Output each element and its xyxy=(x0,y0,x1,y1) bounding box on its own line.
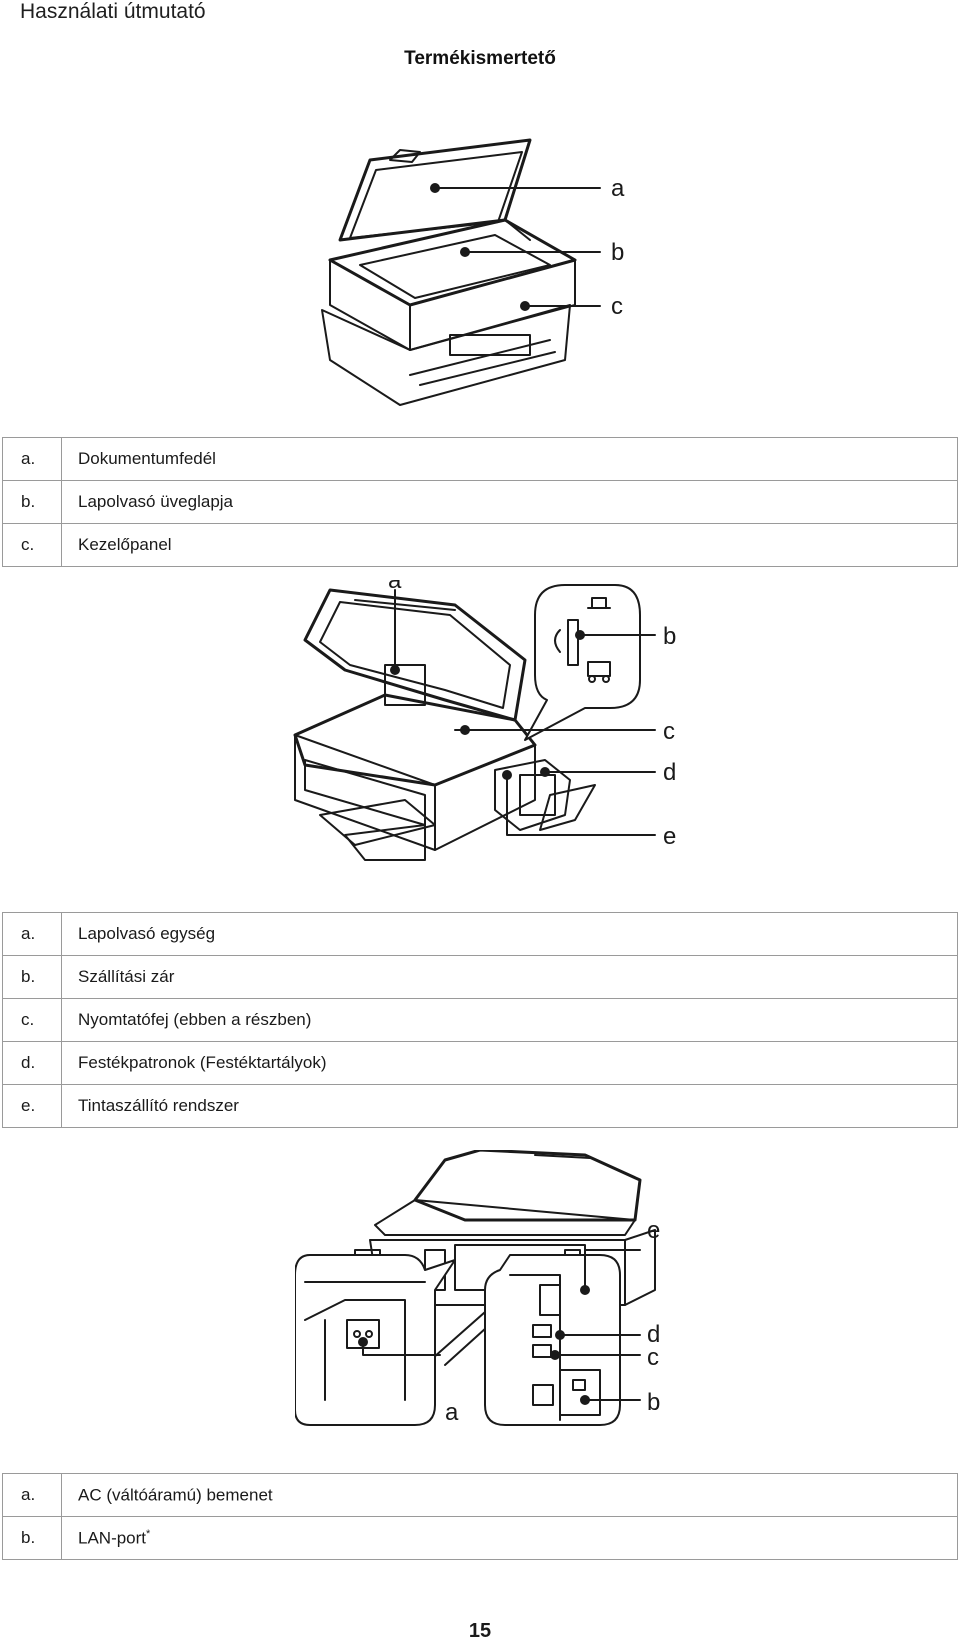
callout-label-d: d xyxy=(647,1321,660,1348)
callout-label-c: c xyxy=(663,718,675,745)
page-number: 15 xyxy=(468,1620,492,1642)
row-key: a. xyxy=(2,1473,62,1517)
table-row: e. Tintaszállító rendszer xyxy=(2,1084,958,1128)
figure-printer-front: a b c xyxy=(321,138,625,406)
row-text-label: AC (váltóáramú) bemenet xyxy=(78,1485,273,1505)
table-row: a. Lapolvasó egység xyxy=(2,912,958,956)
callout-label-a: a xyxy=(445,1399,459,1426)
callout-lines xyxy=(390,589,656,836)
row-key: a. xyxy=(2,912,62,956)
row-key: c. xyxy=(2,998,62,1042)
callout-label-c: c xyxy=(647,1344,659,1371)
footnote-mark: * xyxy=(146,1527,151,1540)
table-row: a. Dokumentumfedél xyxy=(2,437,958,481)
table-row: b. LAN-port* xyxy=(2,1516,958,1560)
printer-front-illustration xyxy=(321,138,577,406)
callout-label-e: e xyxy=(663,823,676,850)
row-key: e. xyxy=(2,1084,62,1128)
parts-table-3: a. AC (váltóáramú) bemenet b. LAN-port* xyxy=(2,1473,958,1560)
row-key: d. xyxy=(2,1041,62,1085)
figure-printer-open: a b c d e xyxy=(293,580,676,861)
table-row: c. Nyomtatófej (ebben a részben) xyxy=(2,998,958,1042)
row-text-label: LAN-port xyxy=(78,1528,147,1548)
printer-open-illustration xyxy=(293,588,596,861)
inset-shipping-lock xyxy=(524,584,641,741)
row-text: Szállítási zár xyxy=(61,955,958,999)
callout-label-c: c xyxy=(611,293,623,320)
inset-ac-inlet xyxy=(295,1254,456,1426)
row-text: Lapolvasó egység xyxy=(61,912,958,956)
row-key: b. xyxy=(2,1516,62,1560)
row-text: Festékpatronok (Festéktartályok) xyxy=(61,1041,958,1085)
callout-label-b: b xyxy=(611,239,624,266)
parts-table-2: a. Lapolvasó egység b. Szállítási zár c.… xyxy=(2,912,958,1128)
callout-label-a: a xyxy=(611,175,625,202)
row-text: Nyomtatófej (ebben a részben) xyxy=(61,998,958,1042)
section-title: Termékismertető xyxy=(404,48,556,69)
callout-label-a: a xyxy=(388,580,402,594)
row-text: AC (váltóáramú) bemenet xyxy=(61,1473,958,1517)
table-row: b. Lapolvasó üveglapja xyxy=(2,480,958,524)
row-key: b. xyxy=(2,955,62,999)
callout-lines xyxy=(358,1249,641,1405)
callout-label-b: b xyxy=(663,623,676,650)
callout-label-d: d xyxy=(663,759,676,786)
figure-printer-rear: e d c b a xyxy=(295,1150,660,1426)
row-key: a. xyxy=(2,437,62,481)
row-text: Kezelőpanel xyxy=(61,523,958,567)
table-row: a. AC (váltóáramú) bemenet xyxy=(2,1473,958,1517)
callout-label-b: b xyxy=(647,1389,660,1416)
row-text: Lapolvasó üveglapja xyxy=(61,480,958,524)
row-key: b. xyxy=(2,480,62,524)
row-text: Dokumentumfedél xyxy=(61,437,958,481)
table-row: c. Kezelőpanel xyxy=(2,523,958,567)
parts-table-1: a. Dokumentumfedél b. Lapolvasó üveglapj… xyxy=(2,437,958,567)
row-text: Tintaszállító rendszer xyxy=(61,1084,958,1128)
row-text: LAN-port* xyxy=(61,1516,958,1560)
table-row: b. Szállítási zár xyxy=(2,955,958,999)
inset-ports xyxy=(484,1254,621,1426)
row-key: c. xyxy=(2,523,62,567)
running-header: Használati útmutató xyxy=(20,0,206,23)
callout-lines xyxy=(430,183,601,311)
callout-label-e: e xyxy=(647,1217,660,1244)
table-row: d. Festékpatronok (Festéktartályok) xyxy=(2,1041,958,1085)
